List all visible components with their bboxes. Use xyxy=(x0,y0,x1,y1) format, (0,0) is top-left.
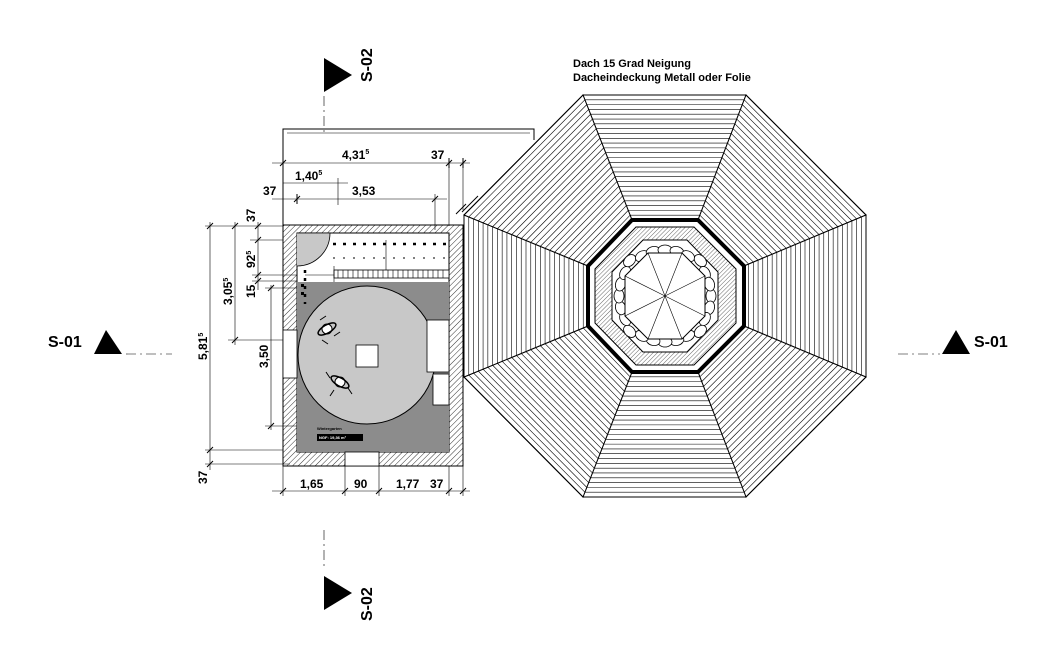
section-marker-s02-bottom: S-02 xyxy=(323,530,376,621)
section-marker-s01-right: S-01 xyxy=(898,330,1008,355)
skylight-rays xyxy=(624,252,706,340)
dim-350: 3,50 xyxy=(257,344,271,368)
staircase xyxy=(303,240,450,304)
dim-37-top-left: 37 xyxy=(263,184,277,198)
dim-431: 4,315 xyxy=(342,148,369,162)
roof-plan: Dach 15 Grad Neigung Dacheindeckung Meta… xyxy=(463,58,867,498)
roof-skylight xyxy=(586,218,746,374)
room-area: NGF: 19,36 m² xyxy=(319,435,347,440)
section-label-s02-bottom: S-02 xyxy=(359,587,376,621)
roof-note-line1: Dach 15 Grad Neigung xyxy=(573,58,691,70)
roof-note-line2: Dacheindeckung Metall oder Folie xyxy=(573,72,751,84)
section-marker-s02-top: S-02 xyxy=(323,48,376,132)
top-dimension-chains: 4,315 37 1,405 37 3,53 xyxy=(263,128,535,230)
person-figure-icon xyxy=(325,371,353,397)
dim-37-left-bottom: 37 xyxy=(196,470,210,484)
section-label-s02-top: S-02 xyxy=(359,48,376,82)
room-name: Wintergarten xyxy=(317,426,342,431)
section-label-s01-left: S-01 xyxy=(48,334,82,351)
dim-165: 1,65 xyxy=(300,477,324,491)
bottom-dimension-chain: 1,65 90 1,77 37 xyxy=(272,462,470,496)
dim-15: 15 xyxy=(244,284,258,298)
person-figure-icon xyxy=(317,315,341,345)
dim-37-top-right: 37 xyxy=(431,148,445,162)
dim-3055: 3,055 xyxy=(221,278,235,305)
dim-37-left-top: 37 xyxy=(244,208,258,222)
dim-925: 925 xyxy=(244,251,258,268)
dim-177: 1,77 xyxy=(396,477,420,491)
dim-5815: 5,815 xyxy=(196,333,210,360)
dim-1405: 1,405 xyxy=(295,169,322,183)
room-stamp: Wintergarten NGF: 19,36 m² xyxy=(317,426,363,441)
floor-plan: Wintergarten NGF: 19,36 m² xyxy=(282,224,464,467)
section-marker-s01-left: S-01 xyxy=(48,330,172,355)
roof-faces xyxy=(463,94,867,498)
dim-90: 90 xyxy=(354,477,368,491)
dim-353: 3,53 xyxy=(352,184,376,198)
section-label-s01-right: S-01 xyxy=(974,334,1008,351)
dim-37-bottom: 37 xyxy=(430,477,444,491)
